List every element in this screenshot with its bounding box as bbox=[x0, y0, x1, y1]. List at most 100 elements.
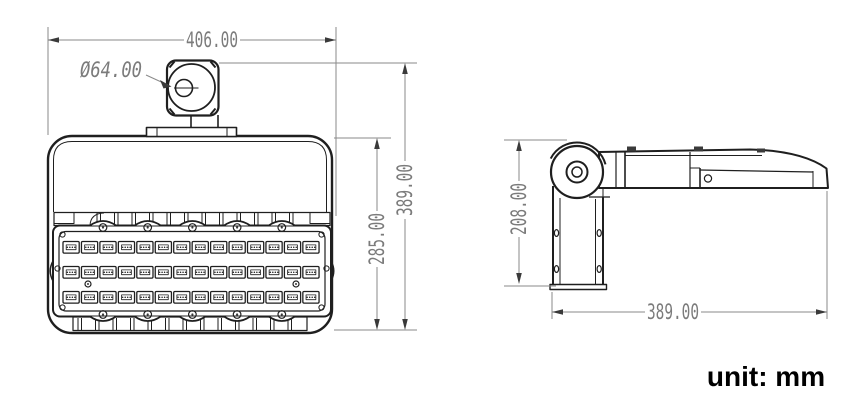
led-chip-dot bbox=[103, 246, 105, 249]
housing-inner-wall bbox=[53, 141, 327, 212]
led-chip-dot bbox=[216, 296, 219, 299]
led-chip-dot bbox=[256, 296, 258, 299]
led-chip-dot bbox=[66, 271, 69, 274]
led-chip-dot bbox=[221, 246, 224, 249]
led-module bbox=[283, 290, 302, 304]
led-lens-window bbox=[139, 244, 151, 251]
arrowhead-up bbox=[516, 140, 522, 151]
arrowhead-left bbox=[552, 309, 563, 315]
led-chip-dot bbox=[182, 296, 184, 299]
led-module bbox=[136, 240, 154, 254]
bump-screw-dot bbox=[101, 226, 105, 229]
lamp-head bbox=[598, 146, 829, 189]
led-chip-dot bbox=[129, 296, 131, 299]
led-chip-dot bbox=[158, 296, 161, 299]
led-chip-dot bbox=[237, 246, 240, 249]
fin-band-arc bbox=[89, 212, 105, 226]
head-mid-seam bbox=[699, 169, 814, 173]
led-module bbox=[173, 265, 191, 279]
led-lens-window bbox=[139, 269, 151, 276]
arrowhead-down bbox=[402, 319, 408, 330]
led-module bbox=[154, 265, 173, 279]
bump-screw-dot bbox=[146, 226, 149, 229]
led-chip-dot bbox=[158, 271, 161, 274]
dim-overall-height: 389.00 bbox=[219, 62, 417, 331]
led-chip-dot bbox=[108, 296, 110, 299]
led-chip-dot bbox=[216, 271, 219, 274]
led-lens-window bbox=[213, 269, 225, 276]
led-plate-inner-frame bbox=[58, 230, 326, 312]
led-chip-dot bbox=[272, 271, 274, 274]
led-chip-dot bbox=[103, 296, 105, 299]
led-chip-dot bbox=[313, 271, 316, 274]
led-lens-window bbox=[176, 244, 188, 251]
led-chip-dot bbox=[308, 246, 311, 249]
led-lens-window bbox=[176, 269, 188, 276]
led-chip-dot bbox=[87, 296, 90, 299]
led-chip-dot bbox=[92, 271, 95, 274]
led-lens-window bbox=[305, 269, 317, 276]
led-chip-dot bbox=[311, 296, 313, 299]
led-lens-window bbox=[158, 269, 169, 276]
led-chip-dot bbox=[179, 246, 182, 249]
dim-bracket-height-label: 208.00 bbox=[507, 183, 531, 235]
led-chip-dot bbox=[85, 271, 87, 274]
led-chip-dot bbox=[92, 296, 95, 299]
led-chip-dot bbox=[232, 271, 235, 274]
led-chip-dot bbox=[288, 296, 290, 299]
pivot-knuckle bbox=[549, 141, 610, 200]
led-chip-dot bbox=[232, 296, 235, 299]
led-module bbox=[228, 290, 246, 304]
led-chip-dot bbox=[74, 246, 76, 249]
led-module bbox=[80, 240, 99, 254]
arrowhead-down bbox=[374, 319, 380, 330]
led-chip-dot bbox=[214, 246, 216, 249]
led-chip-dot bbox=[90, 271, 92, 274]
led-lens-window bbox=[250, 269, 261, 276]
top-clip bbox=[627, 146, 636, 152]
led-chip-dot bbox=[121, 296, 124, 299]
led-module bbox=[62, 240, 80, 254]
led-chip-dot bbox=[182, 246, 184, 249]
led-chip-dot bbox=[253, 246, 256, 249]
corner-screw-icon bbox=[318, 231, 325, 238]
led-lens-window bbox=[194, 269, 206, 276]
led-chip-dot bbox=[274, 296, 277, 299]
led-module bbox=[173, 290, 191, 304]
led-lens-window bbox=[102, 269, 114, 276]
led-chip-dot bbox=[198, 246, 200, 249]
mounting-bracket bbox=[145, 59, 238, 138]
fin-band-end-cap bbox=[309, 212, 331, 224]
led-chip-dot bbox=[290, 296, 292, 299]
corner-screw-icon bbox=[318, 304, 325, 311]
arm-slot-hole bbox=[596, 229, 602, 238]
side-screw-icon bbox=[323, 265, 330, 272]
led-chip-dot bbox=[221, 296, 224, 299]
led-chip-dot bbox=[293, 271, 295, 274]
bracket-flange bbox=[145, 126, 238, 138]
panel-screw-dot bbox=[295, 283, 297, 285]
led-chip-dot bbox=[87, 246, 90, 249]
unit-note: unit: mm bbox=[707, 361, 825, 392]
led-chip-dot bbox=[269, 246, 272, 249]
dim-housing-height-label: 285.00 bbox=[365, 213, 389, 265]
led-chip-dot bbox=[90, 246, 92, 249]
led-lens-window bbox=[250, 244, 261, 251]
led-chip-dot bbox=[306, 271, 308, 274]
led-lens-window bbox=[102, 294, 114, 301]
led-chip-dot bbox=[253, 271, 256, 274]
led-module bbox=[228, 240, 246, 254]
led-chip-dot bbox=[124, 296, 126, 299]
knuckle-circle bbox=[549, 144, 605, 200]
led-chip-dot bbox=[184, 296, 187, 299]
led-chip-dot bbox=[184, 246, 187, 249]
arrowhead-right bbox=[325, 37, 336, 43]
led-lens-window bbox=[121, 244, 132, 251]
led-module bbox=[99, 240, 117, 254]
led-lens-window bbox=[213, 244, 225, 251]
led-module bbox=[191, 265, 209, 279]
led-chip-dot bbox=[126, 296, 129, 299]
led-module bbox=[302, 240, 320, 254]
bump-screw-dot bbox=[280, 226, 283, 229]
